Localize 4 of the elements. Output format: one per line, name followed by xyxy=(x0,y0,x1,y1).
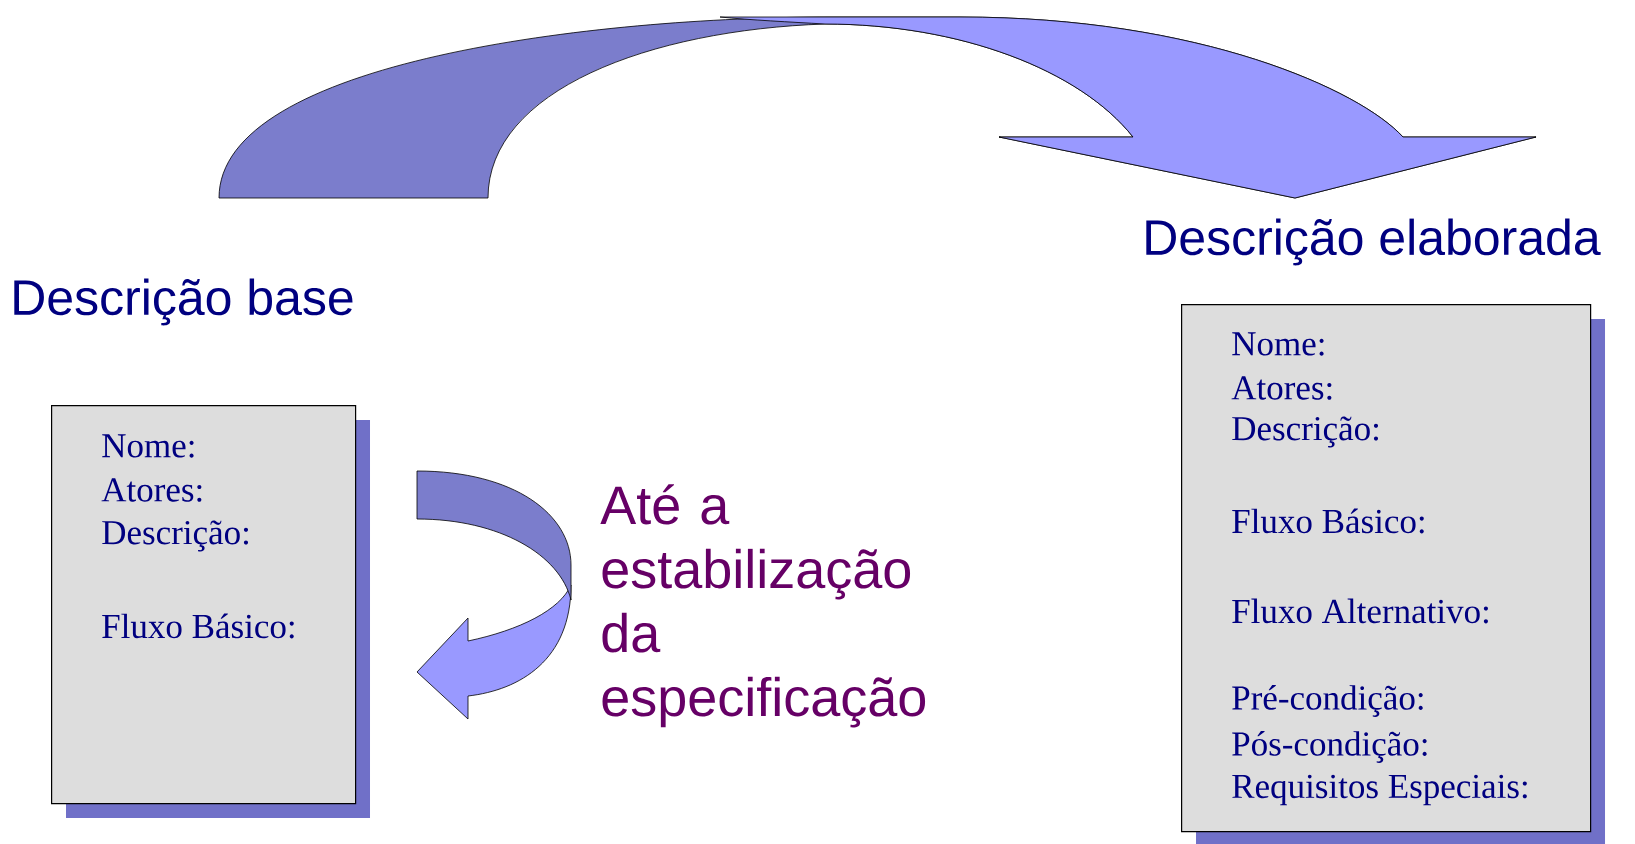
loop-arrow xyxy=(416,470,572,720)
edge-label: Até a estabilização da especificação xyxy=(600,484,926,728)
heading: Descrição base xyxy=(14,278,353,326)
heading: Descrição elaborada xyxy=(1146,218,1601,266)
